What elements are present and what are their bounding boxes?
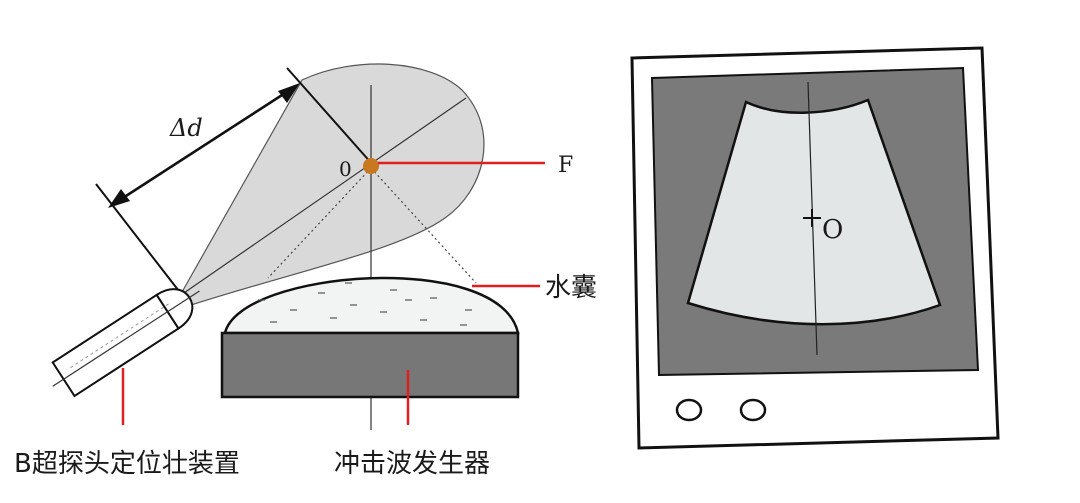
focus-letter-label: F <box>558 153 573 178</box>
dotted-line-right <box>370 167 477 284</box>
dimension-arrowhead-bottom <box>108 189 130 208</box>
shockwave-generator <box>220 331 520 399</box>
water-bag-label: 水囊 <box>545 273 597 303</box>
dimension-tick-top <box>286 67 374 166</box>
ultrasound-probe <box>51 288 200 398</box>
beam-axis-line <box>167 97 467 305</box>
focus-point-label: 0 <box>339 157 352 181</box>
dimension-arrowhead-top <box>278 83 300 103</box>
focus-point-dot <box>363 158 379 174</box>
dimension-tick-bottom <box>95 183 183 296</box>
monitor-knob-left <box>675 398 703 422</box>
water-bag <box>223 276 520 335</box>
monitor-knob-right <box>739 398 767 422</box>
ultrasound-beam <box>181 63 485 307</box>
dotted-line-left <box>267 167 372 279</box>
dimension-arrow-line <box>111 84 297 207</box>
probe-device-label: B超探头定位壮装置 <box>14 449 240 479</box>
water-bag-dashes <box>258 282 472 326</box>
monitor-focus-label: O <box>822 215 843 245</box>
monitor: O <box>630 46 1000 450</box>
ultrasound-image-sector <box>686 98 942 326</box>
delta-d-label: Δd <box>169 114 203 142</box>
shockwave-generator-label: 冲击波发生器 <box>334 449 490 479</box>
